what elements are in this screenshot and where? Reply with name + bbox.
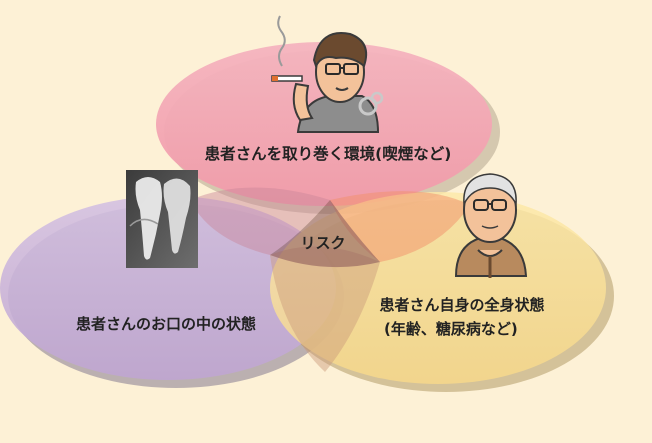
elderly-man-icon [454,173,528,278]
tooth-xray-icon [126,170,198,268]
label-risk: リスク [300,234,345,252]
label-systemic-line1: 患者さん自身の全身状態 [379,296,544,314]
label-oral: 患者さんのお口の中の状態 [76,315,256,333]
smoking-man-icon [271,15,384,133]
label-systemic-line2: (年齢、糖尿病など) [384,320,518,338]
circle-oral [0,196,336,380]
label-environment: 患者さんを取り巻く環境(喫煙など) [205,144,452,163]
